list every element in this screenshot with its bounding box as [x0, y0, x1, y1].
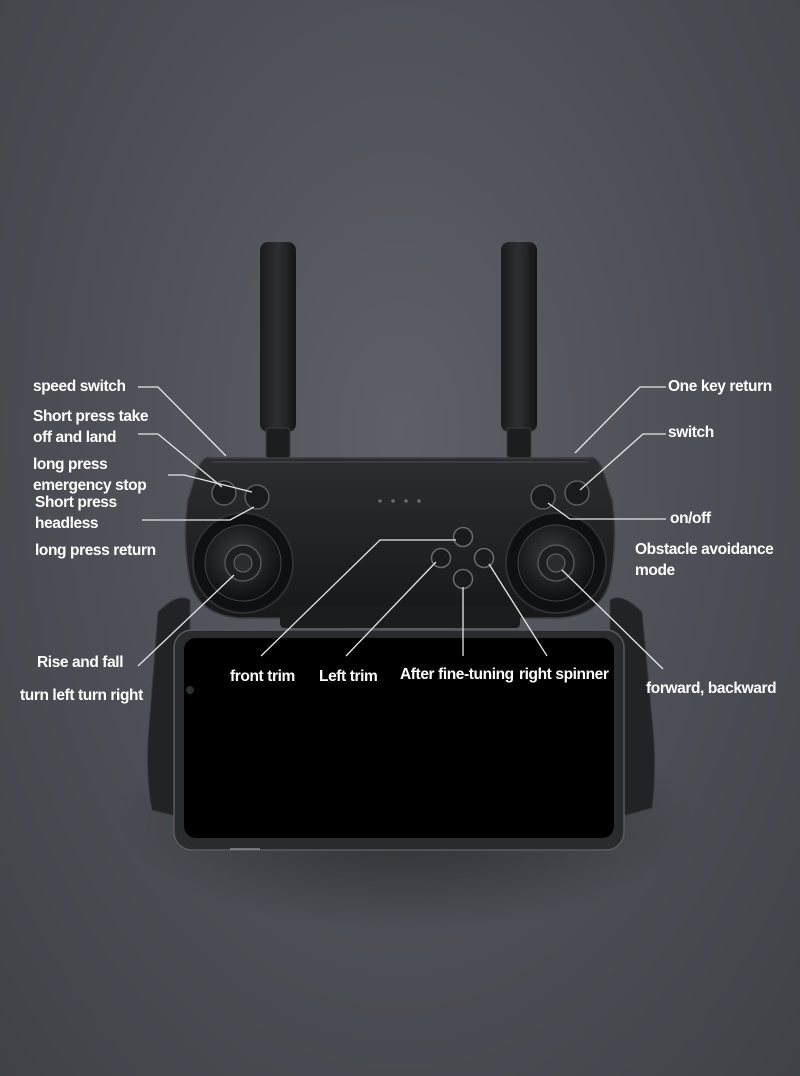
label-front-trim: front trim — [230, 668, 295, 685]
leader-right-spinner — [488, 563, 548, 657]
left-joystick — [192, 512, 294, 614]
leader-front-trim — [260, 539, 456, 657]
label-long-press-return: long press return — [35, 542, 156, 559]
holder-bridge — [280, 606, 520, 628]
label-after-fine-tuning: After fine-tuning — [400, 666, 514, 683]
leader-one-key-return — [574, 386, 666, 454]
label-rise-and-fall: Rise and fall — [37, 654, 124, 671]
status-leds — [378, 499, 421, 503]
label-turn-left-right: turn left turn right — [20, 687, 143, 704]
leader-on-off — [547, 502, 666, 520]
label-speed-switch: speed switch — [33, 378, 126, 395]
phone-screen — [184, 638, 614, 838]
label-takeoff-land: Short press take off and land — [33, 408, 149, 446]
label-on-off: on/off — [670, 510, 711, 527]
leader-emergency — [168, 474, 253, 493]
label-obstacle-avoidance: Obstacle avoidance mode — [635, 541, 774, 579]
leader-lines — [137, 386, 666, 670]
left-antenna — [260, 242, 296, 459]
leader-headless — [142, 506, 255, 521]
leader-left-trim — [345, 561, 437, 657]
right-antenna — [501, 242, 537, 459]
label-forward-backward: forward, backward — [646, 680, 777, 697]
label-left-trim: Left trim — [319, 668, 378, 685]
label-switch: switch — [668, 424, 714, 441]
label-emergency-stop: long press emergency stop — [33, 456, 147, 494]
leader-switch — [579, 433, 666, 491]
label-one-key-return: One key return — [668, 378, 772, 395]
trim-dpad — [430, 526, 495, 590]
leader-speed-switch — [138, 386, 227, 457]
label-right-spinner: right spinner — [519, 666, 609, 683]
leader-rise-fall — [137, 574, 235, 667]
leader-forward-backward — [561, 569, 664, 670]
label-headless: Short press headless — [35, 494, 117, 532]
leader-takeoff-land — [138, 433, 223, 488]
